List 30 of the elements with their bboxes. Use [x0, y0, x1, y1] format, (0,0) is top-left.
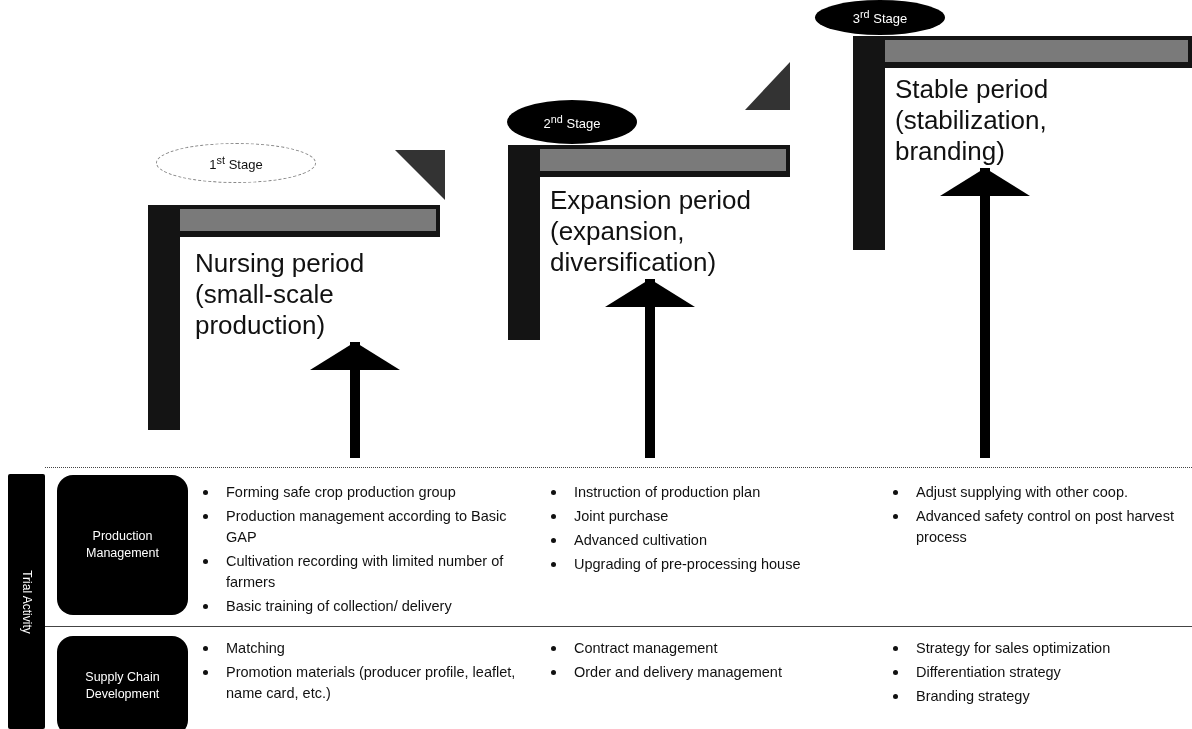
- row-header: Supply Chain Development: [57, 636, 188, 729]
- arrow: [310, 342, 400, 458]
- bullet-item: Cultivation recording with limited number of farmers: [226, 553, 504, 590]
- period-title: Stable period (stabilization, branding): [895, 74, 1145, 167]
- row-header: Production Management: [57, 475, 188, 615]
- row-group-label: Trial Activity: [19, 569, 34, 634]
- stage-badge: 2$^{nd}$ Stage: [507, 100, 637, 144]
- bullet-item: Advanced safety control on post harvest process: [916, 508, 1174, 545]
- arrow: [940, 168, 1030, 458]
- stage-badge: 3$^{rd}$ Stage: [815, 0, 945, 35]
- bullet-item: Order and delivery management: [574, 664, 782, 680]
- side-bar: [8, 474, 45, 729]
- period-title: Nursing period (small-scale production): [195, 248, 435, 341]
- stage-badge: 1$^{st}$ Stage: [156, 143, 316, 183]
- period-title: Expansion period (expansion, diversification): [550, 185, 790, 278]
- bullet-item: Production management according to Basic GAP: [226, 508, 507, 545]
- bullet-item: Adjust supplying with other coop.: [916, 484, 1128, 500]
- bullet-item: Differentiation strategy: [916, 664, 1061, 680]
- bullet-item: Upgrading of pre-processing house: [574, 556, 801, 572]
- bullet-item: Branding strategy: [916, 688, 1030, 704]
- bullet-item: Joint purchase: [574, 508, 669, 524]
- bullet-item: Contract management: [574, 640, 718, 656]
- bullet-item: Basic training of collection/ delivery: [226, 598, 452, 614]
- bullet-item: Instruction of production plan: [574, 484, 761, 500]
- bullet-item: Matching: [226, 640, 285, 656]
- bullet-item: Forming safe crop production group: [226, 484, 456, 500]
- bullet-item: Strategy for sales optimization: [916, 640, 1111, 656]
- bullet-item: Promotion materials (producer profile, leaflet, name card, etc.): [226, 664, 516, 701]
- arrow: [605, 279, 695, 458]
- bullet-item: Advanced cultivation: [574, 532, 707, 548]
